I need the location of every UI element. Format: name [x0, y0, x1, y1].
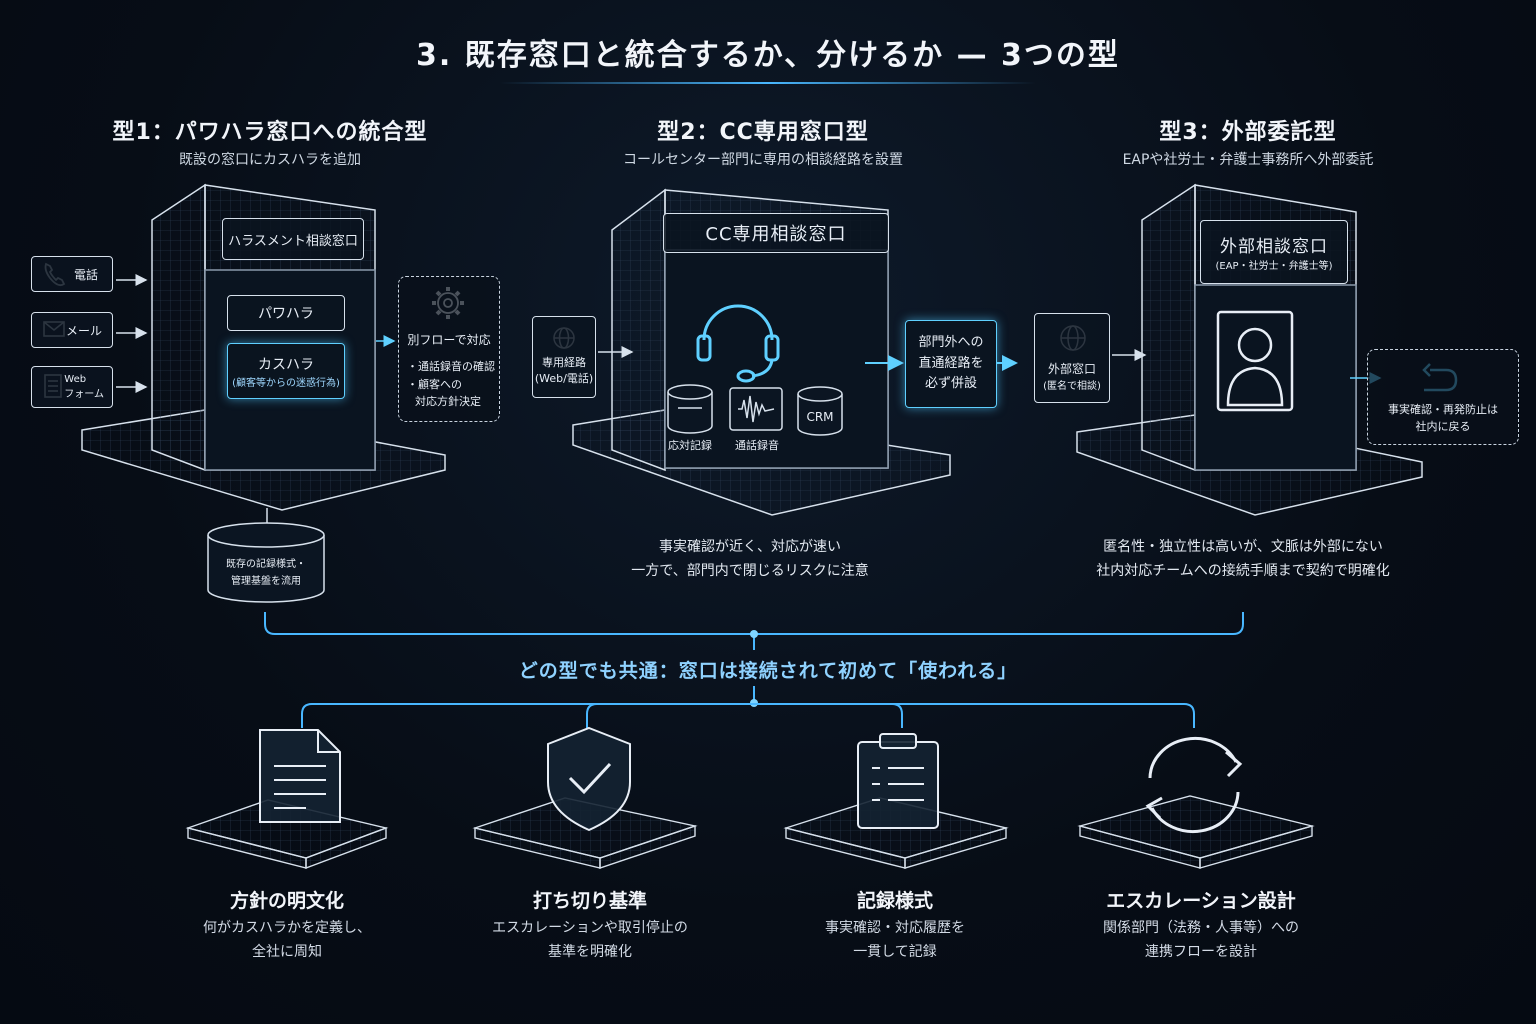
database-label: 既存の記録様式・管理基盤を流用 [226, 559, 306, 587]
type-2-subtitle: コールセンター部門に専用の相談経路を設置 [623, 152, 903, 168]
pillar-1-title: 方針の明文化 [229, 890, 344, 912]
box-direct-route: 部門外への直通経路を必ず併設 [905, 320, 997, 408]
pillar-3-title: 記録様式 [856, 890, 933, 912]
pillar-3-desc: 事実確認・対応履歴を一貫して記録 [825, 920, 965, 960]
tool-label-crm: CRM [806, 410, 834, 424]
input-web-form: Web フォーム [31, 366, 113, 408]
box-power-harassment: パワハラ [227, 295, 345, 331]
side-box-separate-flow: 別フローで対応 ・通話録音の確認 ・顧客への 対応方針決定 [398, 276, 500, 422]
booth-3-sign: 外部相談窓口 (EAP・社労士・弁護士等) [1200, 220, 1348, 284]
pillar-1-desc: 何がカスハラかを定義し、全社に周知 [203, 920, 371, 960]
shield-check-icon [547, 726, 631, 832]
input-mail: メール [31, 312, 113, 348]
pillar-4-desc: 関係部門（法務・人事等）への連携フローを設計 [1103, 920, 1299, 960]
document-icon [259, 729, 341, 823]
headset-icon [696, 304, 780, 383]
record-cylinder-icon [667, 384, 713, 434]
type-2-note: 事実確認が近く、対応が速い一方で、部門内で閉じるリスクに注意 [631, 539, 869, 579]
cycle-icon [1145, 737, 1243, 833]
common-heading: どの型でも共通：窓口は接続されて初めて「使われる」 [518, 660, 1018, 682]
pillar-4-title: エスカレーション設計 [1106, 890, 1296, 912]
clipboard-icon [857, 733, 939, 829]
database-icon [207, 522, 325, 603]
audio-wave-icon [729, 387, 783, 431]
booth-1-sign: ハラスメント相談窓口 [222, 218, 364, 260]
person-icon [1216, 310, 1294, 412]
type-3-note: 匿名性・独立性は高いが、文脈は外部にない社内対応チームへの接続手順まで契約で明確… [1096, 539, 1390, 579]
side-box-return-internal: 事実確認・再発防止は 社内に戻る [1367, 349, 1519, 445]
box-customer-harassment: カスハラ (顧客等からの迷惑行為) [227, 343, 345, 399]
pillar-2-title: 打ち切り基準 [532, 890, 647, 912]
type-2-title: 型2：CC専用窓口型 [657, 120, 869, 145]
input-phone: 電話 [31, 256, 113, 292]
type-1-title: 型1：パワハラ窓口への統合型 [112, 120, 428, 145]
booth-2-sign: CC専用相談窓口 [663, 213, 889, 253]
type-3-subtitle: EAPや社労士・弁護士事務所へ外部委託 [1122, 152, 1374, 168]
page-title: 3. 既存窓口と統合するか、分けるか — 3つの型 [416, 38, 1120, 73]
input-external-window: 外部窓口(匿名で相談) [1034, 313, 1110, 403]
tool-label-record: 応対記録 [668, 439, 712, 452]
type-1-subtitle: 既設の窓口にカスハラを追加 [179, 152, 361, 168]
tool-label-recording: 通話録音 [735, 439, 779, 452]
title-underline [500, 82, 1036, 84]
pillar-2-desc: エスカレーションや取引停止の基準を明確化 [492, 920, 688, 960]
type-3-title: 型3：外部委託型 [1159, 120, 1337, 145]
crm-cylinder-icon [797, 386, 843, 436]
input-dedicated-route: 専用経路(Web/電話) [532, 316, 596, 398]
